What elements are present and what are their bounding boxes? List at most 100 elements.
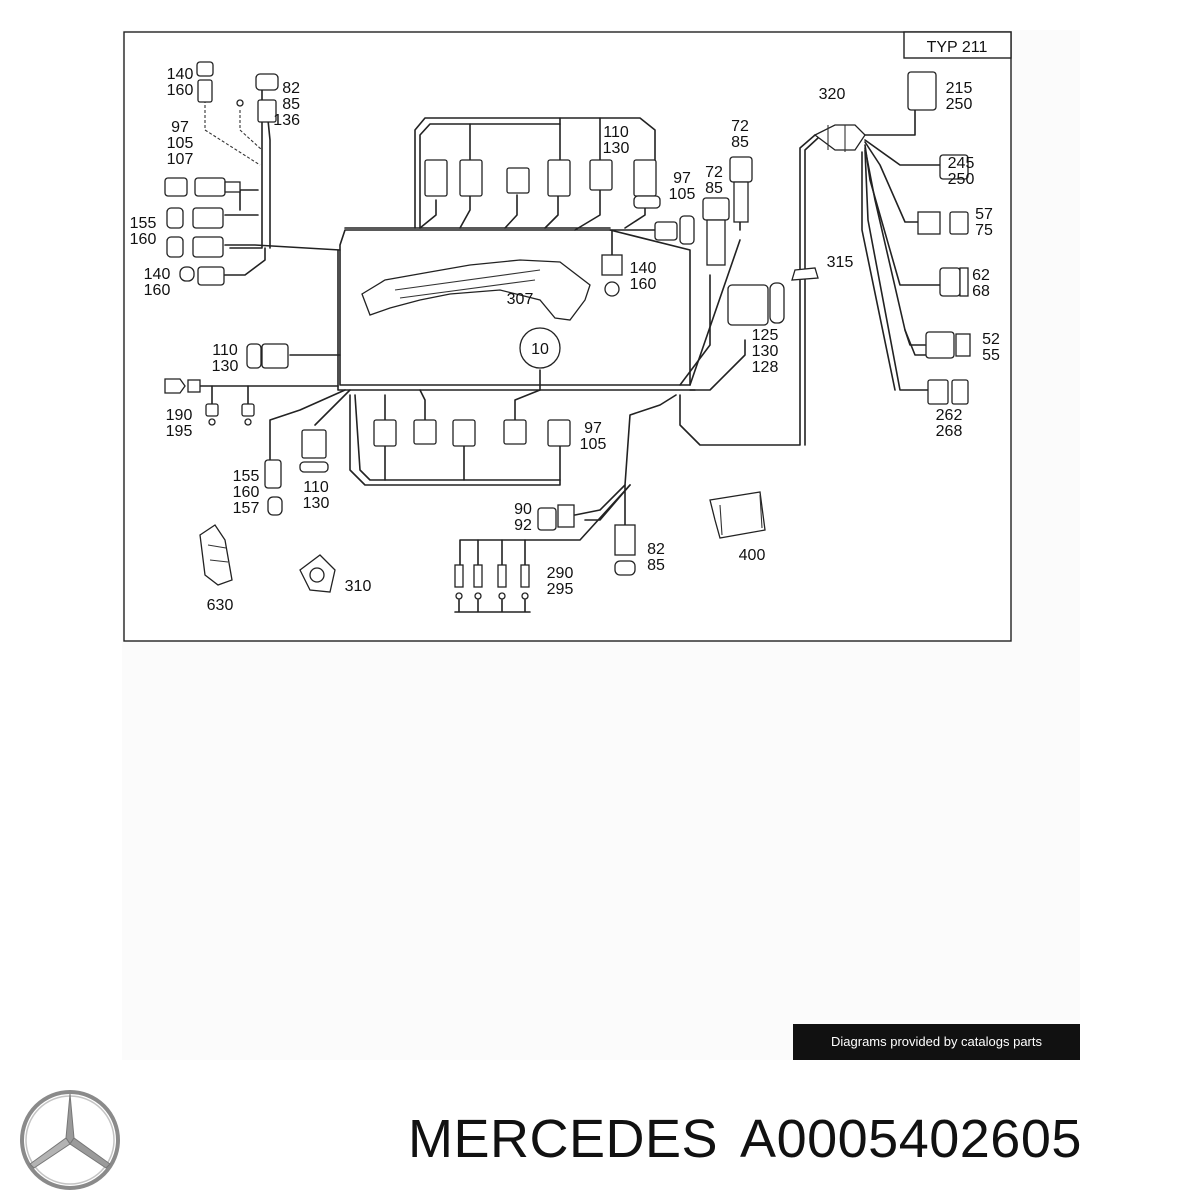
part-label-line: 140 (144, 266, 171, 283)
type-label: TYP 211 (927, 39, 988, 56)
part-label-line: 128 (752, 359, 779, 376)
harness-components (164, 61, 971, 613)
part-label-line: 245 (948, 155, 975, 172)
part-label-line: 72 (705, 164, 723, 181)
part-label-line: 125 (752, 327, 779, 344)
part-label-line: 262 (936, 407, 963, 424)
part-label-l400: 400 (739, 547, 766, 564)
part-label-line: 157 (233, 500, 260, 517)
brand-name: MERCEDES (408, 1109, 719, 1169)
part-label-line: 320 (819, 86, 846, 103)
part-label-line: 82 (647, 541, 665, 558)
part-label-line: 85 (705, 180, 723, 197)
part-label-line: 92 (514, 517, 532, 534)
part-label-line: 136 (273, 112, 300, 129)
part-label-line: 290 (547, 565, 574, 582)
part-label-line: 630 (207, 597, 234, 614)
center-marker-label: 10 (531, 341, 549, 358)
part-label-line: 97 (584, 420, 602, 437)
part-label-line: 130 (752, 343, 779, 360)
harness-wires (199, 89, 941, 566)
part-label-line: 140 (630, 260, 657, 277)
type-box (903, 31, 1012, 59)
part-label-line: 105 (580, 436, 607, 453)
part-label-line: 68 (972, 283, 990, 300)
mercedes-star-logo-icon (20, 1090, 120, 1190)
part-label-l307: 307 (507, 291, 534, 308)
part-label-line: 105 (167, 135, 194, 152)
part-label-line: 160 (233, 484, 260, 501)
part-label-line: 155 (233, 468, 260, 485)
part-label-line: 310 (345, 578, 372, 595)
part-label-line: 57 (975, 206, 993, 223)
part-label-line: 105 (669, 186, 696, 203)
part-label-line: 307 (507, 291, 534, 308)
part-label-line: 130 (303, 495, 330, 512)
part-label-line: 315 (827, 254, 854, 271)
part-label-line: 110 (603, 124, 629, 141)
part-label-line: 160 (167, 82, 194, 99)
part-label-line: 215 (946, 80, 973, 97)
part-label-line: 62 (972, 267, 990, 284)
part-label-line: 155 (130, 215, 157, 232)
part-label-l310: 310 (345, 578, 372, 595)
center-marker-circle (519, 327, 561, 369)
part-label-l315: 315 (827, 254, 854, 271)
part-label-line: 140 (167, 66, 194, 83)
part-label-line: 160 (630, 276, 657, 293)
part-label-line: 90 (514, 501, 532, 518)
part-label-line: 130 (603, 140, 630, 157)
part-label-line: 85 (731, 134, 749, 151)
part-label-line: 82 (282, 80, 300, 97)
part-label-line: 268 (936, 423, 963, 440)
part-label-line: 190 (166, 407, 193, 424)
part-label-line: 75 (975, 222, 993, 239)
part-label-line: 295 (547, 581, 574, 598)
part-label-line: 110 (303, 479, 329, 496)
part-label-line: 130 (212, 358, 239, 375)
part-label-l630: 630 (207, 597, 234, 614)
part-label-line: 250 (946, 96, 973, 113)
part-number: A0005402605 (740, 1109, 1082, 1169)
credit-banner: Diagrams provided by catalogs parts (793, 1024, 1080, 1060)
part-label-line: 195 (166, 423, 193, 440)
part-label-l320: 320 (819, 86, 846, 103)
part-label-line: 107 (167, 151, 194, 168)
part-label-line: 110 (212, 342, 238, 359)
part-label-line: 160 (144, 282, 171, 299)
diagram-frame (123, 31, 1012, 642)
part-label-line: 400 (739, 547, 766, 564)
part-label-line: 250 (948, 171, 975, 188)
part-label-line: 97 (673, 170, 691, 187)
part-label-line: 85 (282, 96, 300, 113)
part-label-line: 85 (647, 557, 665, 574)
part-label-line: 52 (982, 331, 1000, 348)
part-label-line: 72 (731, 118, 749, 135)
